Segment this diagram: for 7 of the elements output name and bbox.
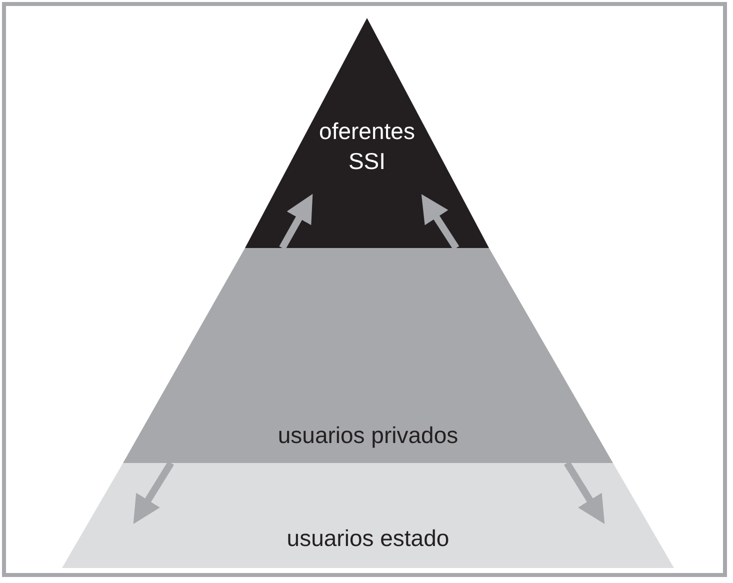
- tier-label: usuarios privados: [276, 421, 460, 450]
- arrow: [133, 461, 174, 524]
- arrow: [279, 194, 313, 250]
- tier-label: oferentes SSI: [318, 117, 416, 176]
- arrow: [564, 461, 605, 524]
- arrow: [421, 194, 460, 250]
- tier-label: usuarios estado: [286, 524, 450, 553]
